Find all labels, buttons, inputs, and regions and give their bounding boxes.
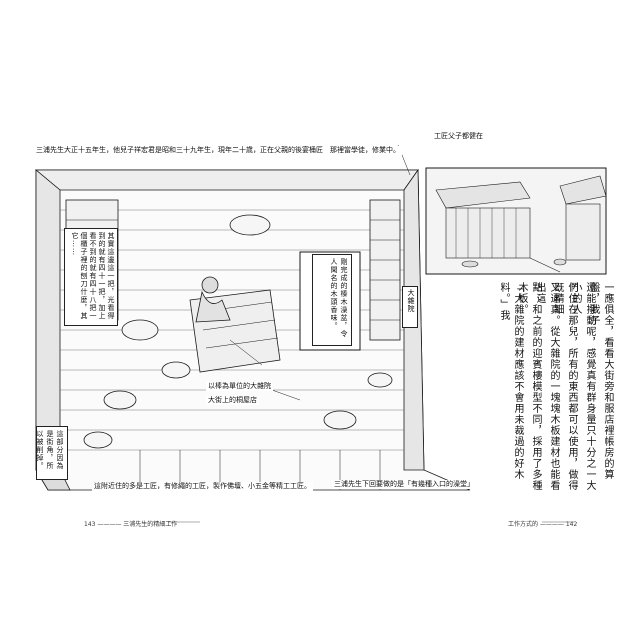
label-big-well: 大雜院	[402, 286, 418, 328]
caption-street-shop: 大街上的桐屋店	[206, 396, 259, 405]
body-column-1: 一應俱全，看看大街旁和服店裡帳房的算盤，我子	[588, 282, 613, 480]
note-wood-tub: 剛完成的榛木澡盆，令人聞名的木頭香味。	[312, 254, 352, 346]
body-column-6: 「大雜院的建材應該不會用未裁過的好木料。」我	[498, 282, 523, 480]
note-knives-text: 其實這邊這一把，光看得到的就有四十一把，加上看不到的就有四十八把一個櫃子裡的刨刀…	[71, 232, 115, 320]
body-column-5: 點：和之前的迎賓樓模型不同，採用了多種木板。	[516, 282, 541, 491]
caption-apprentice: 那裡當學徒，修業中。	[328, 146, 402, 155]
note-knives: 其實這邊這一把，光看得到的就有四十一把，加上看不到的就有四十八把一個櫃子裡的刨刀…	[64, 228, 118, 326]
folio-left: 143 ———— 三浦先生的精細工作	[84, 521, 178, 528]
caption-family: 三浦先生大正十五年生，他兒子祥宏君是昭和三十九年生，現年二十歲，正在父親的後宴桶…	[34, 146, 325, 155]
right-page-body: 一應俱全，看看大街旁和服店裡帳房的算盤，我子 還能撥動呢，感覺真有群身量只十分之…	[498, 282, 614, 492]
folio-right: 工作方式的 ———— 142	[508, 521, 578, 528]
label-big-well-text: 大雜院	[407, 289, 415, 313]
note-corner-text: 這部分因為是街角，所以被削掉。	[36, 430, 64, 470]
body-column-2: 還能撥動呢，感覺真有群身量只十分之一大小的人	[570, 282, 595, 491]
note-wood-tub-text: 剛完成的榛木澡盆，令人聞名的木頭香味。	[330, 258, 348, 338]
caption-basket-unit: 以棒為單位的大雜院	[206, 382, 273, 391]
note-corner: 這部分因為是街角，所以被削掉。	[36, 426, 68, 480]
caption-photo: 工匠父子都健在	[432, 132, 485, 141]
caption-nearby-craft: 這附近住的多是工匠，有修繩的工匠，製作佛壇、小五金等精工工匠。	[92, 482, 313, 491]
body-column-4: 又逼真。從大雜院的一塊塊木板建材也能看出這	[534, 282, 559, 491]
body-column-3: 們住在那兒，所有的東西都可以使用，做得既精細	[552, 282, 577, 491]
caption-next-work: 三浦先生下回要做的是「有幾種入口的澡堂」	[332, 480, 476, 489]
